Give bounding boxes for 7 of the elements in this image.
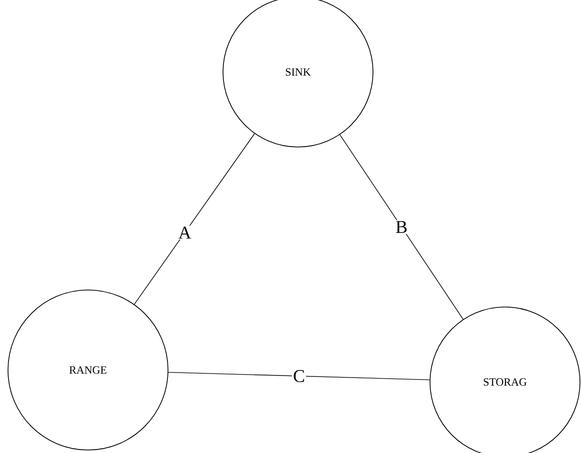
connector-line bbox=[168, 372, 430, 380]
edge-label: A bbox=[177, 226, 192, 240]
circle-node: RANGE bbox=[8, 290, 168, 450]
edge-label: C bbox=[292, 369, 306, 384]
connector-line bbox=[340, 134, 464, 320]
edge-label: B bbox=[394, 220, 408, 234]
connector-line bbox=[134, 133, 255, 305]
